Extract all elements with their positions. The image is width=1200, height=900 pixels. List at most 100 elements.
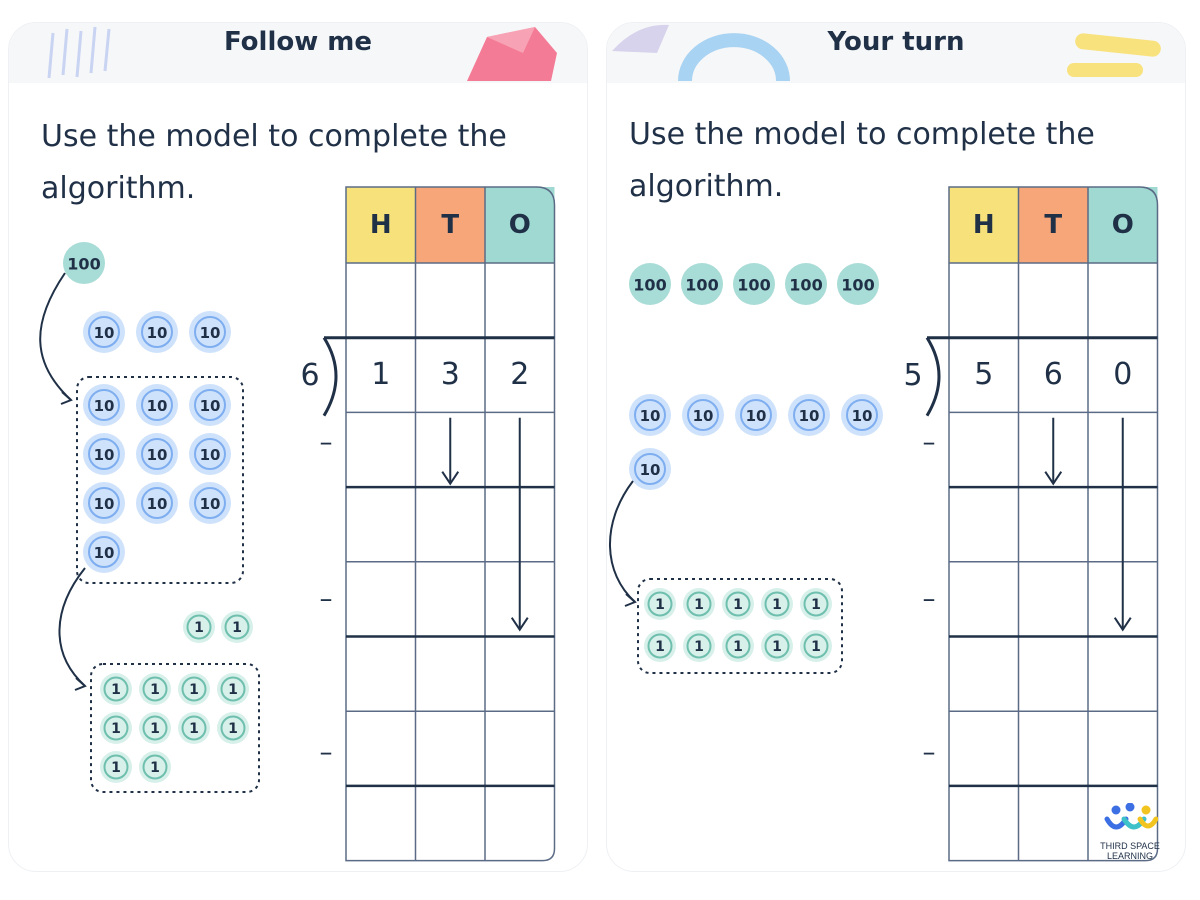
ten-counter-label: 10 [94, 495, 115, 513]
one-counter-label: 1 [189, 682, 199, 698]
one-counter-label: 1 [811, 597, 821, 613]
ten-counter-ring [88, 389, 120, 421]
ten-counter-ring [141, 438, 173, 470]
ten-counter: 10 [629, 448, 671, 490]
one-counter-ring [686, 633, 712, 659]
ten-counter-ring [88, 536, 120, 568]
dividend-digit-o: 2 [510, 357, 529, 392]
bring-down-arrowhead [441, 471, 460, 486]
one-counter-label: 1 [111, 721, 121, 737]
panel-title: Follow me [223, 27, 373, 57]
ten-counter-ring [194, 389, 226, 421]
hundred-counter-disc [63, 242, 105, 284]
hundred-counter-label: 100 [737, 276, 770, 295]
one-counter: 1 [722, 588, 754, 620]
exchange-arrowhead [60, 391, 73, 405]
one-counter-ring [220, 676, 246, 702]
instruction-line-1: Use the model to complete the [41, 119, 507, 154]
hundred-counter: 100 [785, 263, 827, 305]
ten-counter: 10 [189, 482, 231, 524]
exchange-arrowhead [624, 593, 637, 607]
dividend-digit-t: 3 [441, 357, 460, 392]
column-header-cell [485, 187, 555, 263]
one-counter-ring [224, 614, 250, 640]
ten-counter-label: 10 [799, 407, 820, 425]
ten-counter-ring [634, 399, 666, 431]
one-counter: 1 [800, 630, 832, 662]
ten-counter: 10 [83, 311, 125, 353]
ten-counter: 10 [136, 482, 178, 524]
hundred-counter-disc [629, 263, 671, 305]
one-counter-label: 1 [228, 721, 238, 737]
column-header-cell [346, 187, 416, 263]
follow-me-panel: Follow me Use the model to complete the … [8, 22, 588, 872]
ten-counter-ring [793, 399, 825, 431]
one-counter: 1 [217, 673, 249, 705]
ten-counter-ring [687, 399, 719, 431]
one-counter-label: 1 [189, 721, 199, 737]
hundred-counter: 100 [733, 263, 775, 305]
instruction-line-2: algorithm. [41, 171, 196, 206]
one-counter-ring [220, 715, 246, 741]
one-counter: 1 [644, 630, 676, 662]
hundred-counter-label: 100 [685, 276, 718, 295]
ten-counter: 10 [788, 394, 830, 436]
ten-counter-label: 10 [94, 446, 115, 464]
ten-counter: 10 [83, 384, 125, 426]
ten-counter-label: 10 [200, 397, 221, 415]
division-bracket [925, 336, 941, 417]
table-border [345, 186, 556, 862]
column-header-h: H [973, 210, 995, 240]
ten-counter-label: 10 [147, 446, 168, 464]
ten-counter-ring [141, 389, 173, 421]
ten-counter: 10 [136, 311, 178, 353]
ten-counter-ring [141, 487, 173, 519]
exchange-arrow [609, 480, 636, 603]
ten-counter-ring [88, 487, 120, 519]
one-counter: 1 [139, 712, 171, 744]
bring-down-arrowhead [1113, 617, 1132, 632]
one-counter: 1 [761, 630, 793, 662]
ten-counter: 10 [83, 433, 125, 475]
ten-counter-label: 10 [200, 495, 221, 513]
one-counter-ring [186, 614, 212, 640]
one-counter-ring [103, 754, 129, 780]
logo-line-2: LEARNING [1106, 851, 1153, 861]
one-counter-ring [764, 633, 790, 659]
one-counter: 1 [100, 673, 132, 705]
minus-sign: – [320, 737, 333, 767]
one-counter-ring [103, 676, 129, 702]
hundred-counter-label: 100 [841, 276, 874, 295]
table-border [948, 186, 1159, 862]
one-counter-label: 1 [194, 620, 204, 636]
one-counter: 1 [800, 588, 832, 620]
ten-counter-ring [846, 399, 878, 431]
ten-counter-label: 10 [640, 461, 661, 479]
ten-counter-label: 10 [200, 324, 221, 342]
one-counter-ring [686, 591, 712, 617]
dividend-digit-t: 6 [1044, 357, 1063, 392]
one-counter: 1 [178, 673, 210, 705]
column-header-o: O [509, 210, 531, 240]
hundred-counter: 100 [629, 263, 671, 305]
one-counter-ring [803, 591, 829, 617]
one-counter-label: 1 [232, 620, 242, 636]
divisor: 5 [903, 358, 922, 393]
one-counter-ring [725, 633, 751, 659]
one-counter-label: 1 [150, 760, 160, 776]
ten-counter: 10 [735, 394, 777, 436]
ten-counter-ring [88, 438, 120, 470]
minus-sign: – [923, 737, 936, 767]
ten-counter-ring [141, 316, 173, 348]
exchange-group-box [637, 578, 843, 674]
one-counter-label: 1 [228, 682, 238, 698]
ten-counter-label: 10 [640, 407, 661, 425]
hundred-counter: 100 [837, 263, 879, 305]
hundred-counter-disc [681, 263, 723, 305]
ten-counter: 10 [189, 311, 231, 353]
one-counter-label: 1 [694, 639, 704, 655]
exchange-group-box [90, 663, 260, 793]
decorative-gem-icon [467, 27, 557, 81]
